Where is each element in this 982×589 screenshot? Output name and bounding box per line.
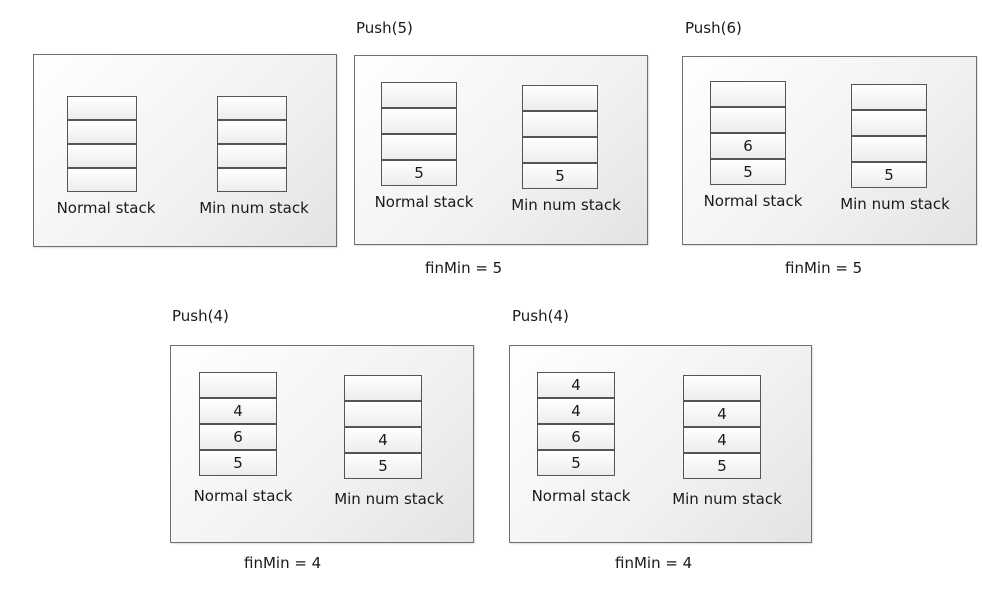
step-2-normal-stack: 5 bbox=[381, 82, 457, 186]
stack-cell bbox=[381, 108, 457, 134]
stack-cell bbox=[217, 168, 287, 192]
step-5-finmin-text: finMin = 4 bbox=[615, 554, 693, 572]
stack-cell bbox=[344, 375, 422, 401]
step-2-operation-label: Push(5) bbox=[356, 19, 413, 37]
step-5-min-stack: 4 4 5 bbox=[683, 375, 761, 479]
stack-cell bbox=[217, 120, 287, 144]
stack-cell bbox=[67, 168, 137, 192]
step-1-min-stack-label: Min num stack bbox=[199, 199, 309, 217]
stack-cell: 4 bbox=[683, 427, 761, 453]
stack-cell: 5 bbox=[537, 450, 615, 476]
stack-cell: 5 bbox=[522, 163, 598, 189]
stack-cell bbox=[851, 136, 927, 162]
step-3-min-stack-label: Min num stack bbox=[840, 195, 950, 213]
stack-cell bbox=[217, 144, 287, 168]
step-4-operation-label: Push(4) bbox=[172, 307, 229, 325]
stack-cell bbox=[851, 84, 927, 110]
stack-cell: 5 bbox=[344, 453, 422, 479]
stack-cell bbox=[522, 137, 598, 163]
stack-cell: 4 bbox=[344, 427, 422, 453]
step-5-normal-stack-label: Normal stack bbox=[531, 487, 631, 505]
step-4-normal-stack: 4 6 5 bbox=[199, 372, 277, 476]
stack-cell: 4 bbox=[683, 401, 761, 427]
step-3-finmin-text: finMin = 5 bbox=[785, 259, 863, 277]
stack-cell bbox=[710, 107, 786, 133]
step-1-normal-stack bbox=[67, 96, 137, 192]
stack-cell: 5 bbox=[851, 162, 927, 188]
stack-cell bbox=[522, 85, 598, 111]
step-2-min-stack: 5 bbox=[522, 85, 598, 189]
stack-cell: 4 bbox=[537, 372, 615, 398]
step-3-normal-stack-label: Normal stack bbox=[703, 192, 803, 210]
stack-cell bbox=[522, 111, 598, 137]
stack-cell: 5 bbox=[381, 160, 457, 186]
step-5-operation-label: Push(4) bbox=[512, 307, 569, 325]
stack-cell bbox=[381, 134, 457, 160]
stack-cell bbox=[217, 96, 287, 120]
stack-cell bbox=[683, 375, 761, 401]
step-3-operation-label: Push(6) bbox=[685, 19, 742, 37]
step-2-finmin-text: finMin = 5 bbox=[425, 259, 503, 277]
stack-cell: 4 bbox=[537, 398, 615, 424]
stack-cell bbox=[67, 120, 137, 144]
step-2-min-stack-label: Min num stack bbox=[511, 196, 621, 214]
stack-cell: 6 bbox=[199, 424, 277, 450]
stack-cell: 6 bbox=[710, 133, 786, 159]
stack-cell: 5 bbox=[710, 159, 786, 185]
stack-cell bbox=[851, 110, 927, 136]
step-2-normal-stack-label: Normal stack bbox=[374, 193, 474, 211]
stack-cell bbox=[381, 82, 457, 108]
step-1-min-stack bbox=[217, 96, 287, 192]
step-4-finmin-text: finMin = 4 bbox=[244, 554, 322, 572]
step-3-normal-stack: 6 5 bbox=[710, 81, 786, 185]
stack-cell: 4 bbox=[199, 398, 277, 424]
step-3-min-stack: 5 bbox=[851, 84, 927, 188]
step-1-normal-stack-label: Normal stack bbox=[56, 199, 156, 217]
step-5-min-stack-label: Min num stack bbox=[672, 490, 782, 508]
step-5-normal-stack: 4 4 6 5 bbox=[537, 372, 615, 476]
step-4-min-stack: 4 5 bbox=[344, 375, 422, 479]
stack-cell: 6 bbox=[537, 424, 615, 450]
stack-cell bbox=[67, 144, 137, 168]
stack-cell bbox=[344, 401, 422, 427]
stack-cell: 5 bbox=[199, 450, 277, 476]
stack-cell bbox=[199, 372, 277, 398]
stack-cell bbox=[710, 81, 786, 107]
step-4-normal-stack-label: Normal stack bbox=[193, 487, 293, 505]
stack-cell: 5 bbox=[683, 453, 761, 479]
step-4-min-stack-label: Min num stack bbox=[334, 490, 444, 508]
stack-cell bbox=[67, 96, 137, 120]
